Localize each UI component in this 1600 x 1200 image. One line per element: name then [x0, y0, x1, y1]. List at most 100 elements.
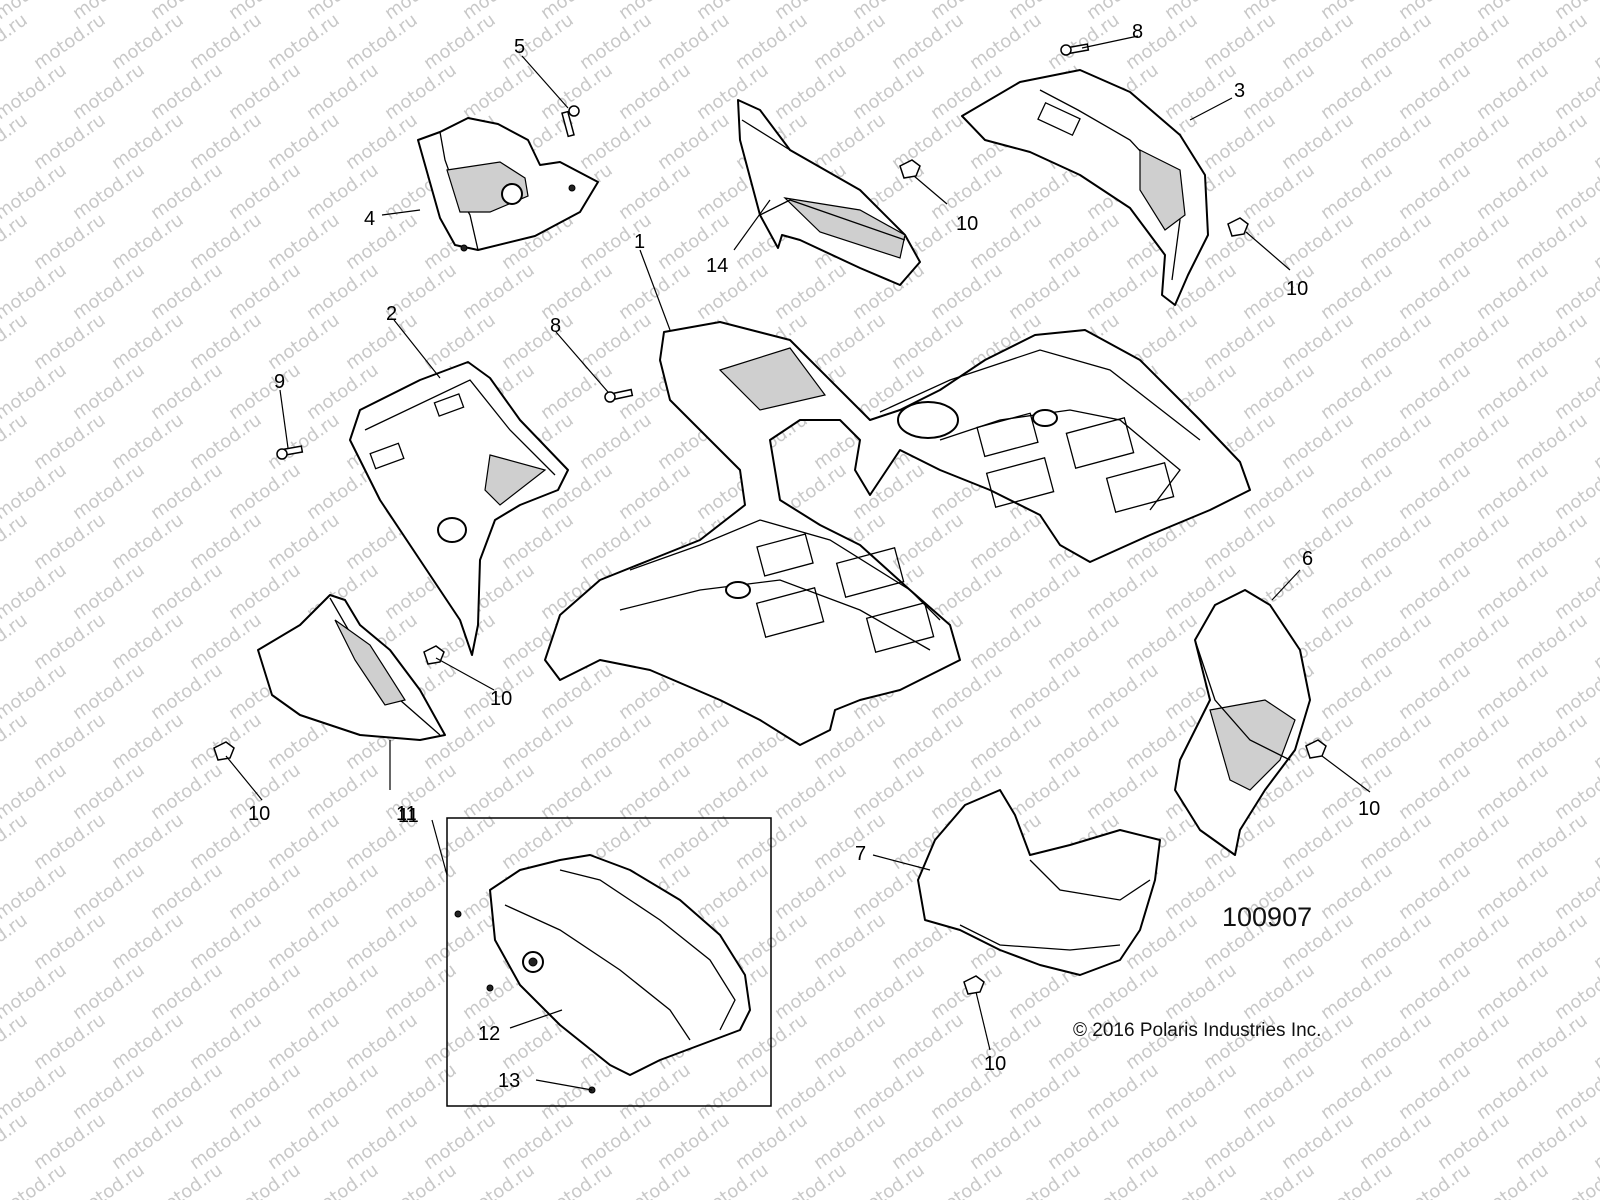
inset-detail-box: [446, 817, 772, 1107]
watermark-text: motod.ru: [342, 210, 422, 275]
watermark-text: motod.ru: [966, 710, 1046, 775]
watermark-text: motod.ru: [1590, 10, 1600, 75]
watermark-text: motod.ru: [1512, 410, 1592, 475]
watermark-text: motod.ru: [888, 1110, 968, 1175]
watermark-text: motod.ru: [1122, 1110, 1202, 1175]
watermark-text: motod.ru: [1590, 210, 1600, 275]
watermark-text: motod.ru: [1278, 310, 1358, 375]
watermark-text: motod.ru: [1317, 1160, 1397, 1200]
watermark-text: motod.ru: [810, 1010, 890, 1075]
watermark-text: motod.ru: [1395, 60, 1475, 125]
watermark-text: motod.ru: [459, 60, 539, 125]
watermark-text: motod.ru: [849, 1060, 929, 1125]
watermark-text: motod.ru: [30, 1110, 110, 1175]
part-2-panel: [349, 361, 569, 656]
watermark-text: motod.ru: [1278, 210, 1358, 275]
watermark-text: motod.ru: [537, 360, 617, 425]
watermark-text: motod.ru: [0, 10, 32, 75]
watermark-text: motod.ru: [1356, 610, 1436, 675]
watermark-text: motod.ru: [966, 510, 1046, 575]
watermark-text: motod.ru: [1317, 560, 1397, 625]
watermark-text: motod.ru: [1590, 910, 1600, 975]
watermark-text: motod.ru: [1317, 760, 1397, 825]
watermark-text: motod.ru: [1590, 410, 1600, 475]
watermark-text: motod.ru: [69, 1060, 149, 1125]
watermark-text: motod.ru: [264, 1110, 344, 1175]
callout-11-left: 11: [396, 803, 417, 825]
watermark-text: motod.ru: [1512, 610, 1592, 675]
copyright-notice: © 2016 Polaris Industries Inc.: [1073, 1020, 1322, 1041]
watermark-text: motod.ru: [0, 110, 32, 175]
callout-12: 12: [478, 1023, 500, 1045]
watermark-text: motod.ru: [108, 310, 188, 375]
watermark-text: motod.ru: [537, 260, 617, 325]
watermark-text: motod.ru: [108, 510, 188, 575]
watermark-text: motod.ru: [108, 610, 188, 675]
watermark-text: motod.ru: [1005, 760, 1085, 825]
watermark-text: motod.ru: [615, 460, 695, 525]
watermark-text: motod.ru: [69, 360, 149, 425]
watermark-text: motod.ru: [30, 210, 110, 275]
watermark-text: motod.ru: [498, 510, 578, 575]
watermark-text: motod.ru: [186, 110, 266, 175]
watermark-text: motod.ru: [186, 1010, 266, 1075]
watermark-text: motod.ru: [0, 210, 32, 275]
watermark-text: motod.ru: [1473, 860, 1553, 925]
watermark-text: motod.ru: [1239, 360, 1319, 425]
callout-5: 5: [514, 36, 525, 58]
watermark-text: motod.ru: [771, 760, 851, 825]
watermark-text: motod.ru: [1512, 1110, 1592, 1175]
watermark-text: motod.ru: [108, 1110, 188, 1175]
watermark-text: motod.ru: [966, 610, 1046, 675]
watermark-text: motod.ru: [1083, 660, 1163, 725]
watermark-text: motod.ru: [0, 760, 71, 825]
watermark-text: motod.ru: [381, 860, 461, 925]
watermark-text: motod.ru: [381, 1060, 461, 1125]
watermark-text: motod.ru: [1083, 1060, 1163, 1125]
watermark-text: motod.ru: [0, 410, 32, 475]
watermark-text: motod.ru: [1044, 210, 1124, 275]
watermark-text: motod.ru: [1473, 560, 1553, 625]
watermark-text: motod.ru: [186, 610, 266, 675]
callout-labels: 5 4 8 3 10 10 14 1 2 8 9 10 10 11 6 10 7…: [248, 21, 1380, 1092]
watermark-text: motod.ru: [771, 60, 851, 125]
callout-8-top: 8: [1132, 21, 1143, 43]
part-3-panel: [961, 69, 1209, 306]
watermark-text: motod.ru: [1317, 60, 1397, 125]
part-4-cover: [417, 117, 599, 252]
watermark-text: motod.ru: [1473, 960, 1553, 1025]
watermark-text: motod.ru: [615, 160, 695, 225]
watermark-text: motod.ru: [108, 210, 188, 275]
watermark-text: motod.ru: [1278, 510, 1358, 575]
watermark-text: motod.ru: [732, 1110, 812, 1175]
watermark-text: motod.ru: [147, 760, 227, 825]
watermark-text: motod.ru: [69, 460, 149, 525]
watermark-text: motod.ru: [225, 160, 305, 225]
watermark-text: motod.ru: [1356, 310, 1436, 375]
callout-10-c: 10: [490, 688, 512, 710]
watermark-text: motod.ru: [1473, 660, 1553, 725]
watermark-text: motod.ru: [1473, 760, 1553, 825]
watermark-text: motod.ru: [69, 660, 149, 725]
watermark-text: motod.ru: [1434, 410, 1514, 475]
watermark-text: motod.ru: [1434, 10, 1514, 75]
watermark-text: motod.ru: [1356, 710, 1436, 775]
watermark-text: motod.ru: [108, 10, 188, 75]
watermark-text: motod.ru: [225, 960, 305, 1025]
watermark-text: motod.ru: [69, 60, 149, 125]
watermark-text: motod.ru: [225, 1060, 305, 1125]
watermark-text: motod.ru: [381, 60, 461, 125]
watermark-text: motod.ru: [108, 910, 188, 975]
fastener-9: [276, 445, 304, 460]
watermark-text: motod.ru: [966, 10, 1046, 75]
watermark-text: motod.ru: [30, 10, 110, 75]
watermark-text: motod.ru: [1044, 710, 1124, 775]
watermark-text: motod.ru: [225, 260, 305, 325]
watermark-text: motod.ru: [849, 760, 929, 825]
watermark-text: motod.ru: [1356, 110, 1436, 175]
watermark-text: motod.ru: [615, 760, 695, 825]
watermark-text: motod.ru: [1356, 910, 1436, 975]
watermark-text: motod.ru: [0, 710, 32, 775]
watermark-text: motod.ru: [1317, 160, 1397, 225]
watermark-text: motod.ru: [576, 410, 656, 475]
